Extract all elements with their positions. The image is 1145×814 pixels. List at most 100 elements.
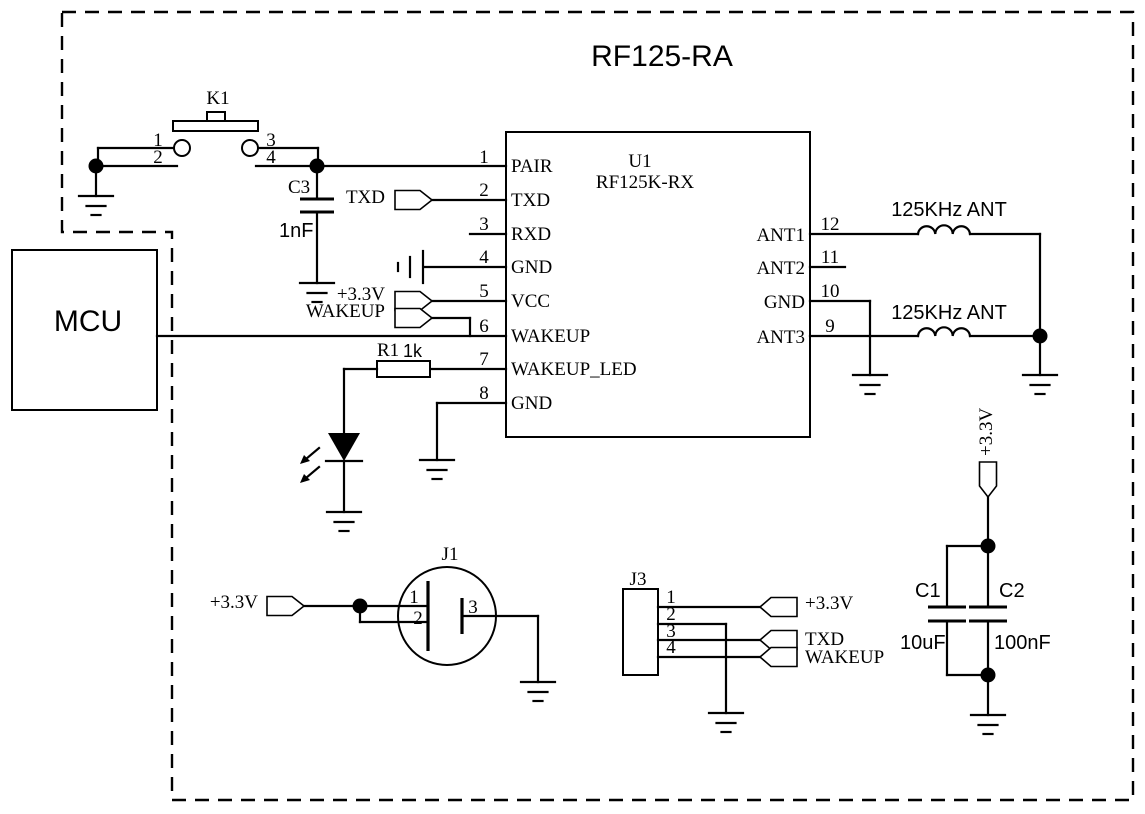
k1-contact-left — [173, 139, 191, 157]
u1-ic: U1 RF125K-RX 1 2 3 4 5 6 7 8 PAIR TXD RX… — [422, 131, 840, 438]
ground-symbol — [519, 680, 557, 703]
vcc-net-label: +3.3V — [337, 284, 385, 305]
r1-value: 1k — [403, 341, 423, 361]
r1-body — [376, 360, 431, 378]
k1-pin-num: 2 — [153, 147, 163, 168]
mcu-block: MCU — [11, 249, 158, 411]
txd-net: TXD — [346, 187, 433, 211]
antenna-2: 125KHz ANT — [808, 265, 1059, 396]
j3-net-label: TXD — [805, 629, 844, 650]
power-flag-icon — [978, 461, 998, 498]
u1-pin8-ground — [418, 401, 456, 481]
j3-net-label: WAKEUP — [805, 647, 884, 668]
u1-pin-num: 1 — [479, 147, 489, 168]
j1-ref: J1 — [442, 544, 459, 565]
led — [300, 433, 364, 533]
r1-ref: R1 — [377, 340, 399, 361]
j1-pin-num: 1 — [409, 587, 419, 608]
j1-pin-num: 2 — [413, 608, 423, 629]
txd-net-label: TXD — [346, 187, 385, 208]
u1-part: RF125K-RX — [596, 172, 694, 193]
v33-vertical-label: +3.3V — [976, 408, 997, 456]
u1-pin-name: ANT2 — [756, 258, 805, 279]
c1-value: 10uF — [900, 632, 946, 654]
r1-resistor: R1 1k — [342, 340, 431, 435]
led-emission-arrows — [300, 446, 321, 483]
c3-value: 1nF — [279, 220, 313, 242]
u1-pin-num: 11 — [821, 247, 839, 268]
k1-pin-num: 3 — [266, 130, 276, 151]
j3-pin-num: 1 — [666, 587, 676, 608]
module-title: RF125-RA — [591, 40, 733, 73]
net-flag-icon — [394, 189, 433, 211]
j3-body — [622, 588, 659, 676]
antenna1-label: 125KHz ANT — [891, 199, 1007, 221]
vcc-net: +3.3V — [337, 284, 433, 312]
wakeup-net: WAKEUP — [155, 301, 508, 338]
net-flag-icon — [759, 629, 798, 651]
j3-pin-num: 2 — [666, 604, 676, 625]
junction-dot — [352, 598, 368, 614]
j1-pin-num: 3 — [468, 597, 478, 618]
mcu-label: MCU — [54, 305, 122, 338]
wakeup-net-label: WAKEUP — [306, 301, 385, 322]
ground-symbol — [707, 711, 745, 734]
u1-pin4-ground — [396, 249, 425, 285]
c3-ref: C3 — [288, 177, 310, 198]
module-boundary — [60, 10, 1135, 802]
net-flag-icon — [266, 595, 305, 617]
u1-pin-num: 10 — [821, 281, 840, 302]
j1-connector: +3.3V J1 1 2 3 — [210, 544, 557, 703]
net-flag-icon — [394, 307, 433, 329]
u1-pin-num: 7 — [479, 349, 489, 370]
power-filter: +3.3V C1 C2 10uF 100nF — [900, 408, 1051, 736]
k1-pin-num: 4 — [266, 147, 276, 168]
antenna-1: 125KHz ANT — [808, 199, 1042, 338]
k1-switch: K1 1 2 3 4 — [77, 88, 508, 217]
u1-pin-num: 9 — [825, 316, 835, 337]
u1-pin-num: 2 — [479, 180, 489, 201]
net-flag-icon — [759, 596, 798, 618]
ground-symbol — [969, 713, 1007, 736]
j3-connector: J3 1 2 3 4 +3.3V TXD WAKEUP — [622, 569, 884, 734]
ground-symbol — [77, 194, 115, 217]
mcu-box — [11, 249, 158, 411]
net-flag-icon — [759, 646, 798, 668]
u1-pin-num: 6 — [479, 316, 489, 337]
inductor-icon — [916, 326, 972, 338]
u1-pin-name: WAKEUP_LED — [511, 359, 637, 380]
u1-pin-name: VCC — [511, 291, 550, 312]
antenna2-label: 125KHz ANT — [891, 302, 1007, 324]
u1-body — [505, 131, 811, 438]
c1-ref: C1 — [915, 580, 941, 602]
u1-pin-name: TXD — [511, 190, 550, 211]
ground-symbol — [851, 373, 889, 396]
u1-ref: U1 — [628, 151, 651, 172]
k1-button-plunger — [206, 111, 226, 122]
ground-symbol — [1021, 373, 1059, 396]
k1-ref: K1 — [206, 88, 229, 109]
u1-pin-num: 3 — [479, 214, 489, 235]
u1-pin-num: 12 — [821, 214, 840, 235]
u1-pin-num: 5 — [479, 281, 489, 302]
c2-value: 100nF — [994, 632, 1051, 654]
junction-dot — [88, 158, 104, 174]
u1-pin-name: ANT3 — [756, 327, 805, 348]
k1-contact-right — [241, 139, 259, 157]
j1-power-label: +3.3V — [210, 592, 258, 613]
u1-pin-name: GND — [511, 257, 552, 278]
j3-pin-num: 3 — [666, 621, 676, 642]
u1-pin-name: RXD — [511, 224, 551, 245]
k1-button-body — [172, 120, 259, 132]
inductor-icon — [916, 224, 972, 236]
ground-symbol — [298, 281, 336, 304]
u1-pin-name: ANT1 — [756, 225, 805, 246]
c2-ref: C2 — [999, 580, 1025, 602]
c3-capacitor: C3 1nF — [279, 164, 336, 304]
j3-ref: J3 — [630, 569, 647, 590]
junction-dot — [1032, 328, 1048, 344]
net-flag-icon — [394, 290, 433, 312]
u1-pin-name: WAKEUP — [511, 326, 590, 347]
u1-pin-num: 8 — [479, 383, 489, 404]
u1-pin-name: PAIR — [511, 156, 553, 177]
